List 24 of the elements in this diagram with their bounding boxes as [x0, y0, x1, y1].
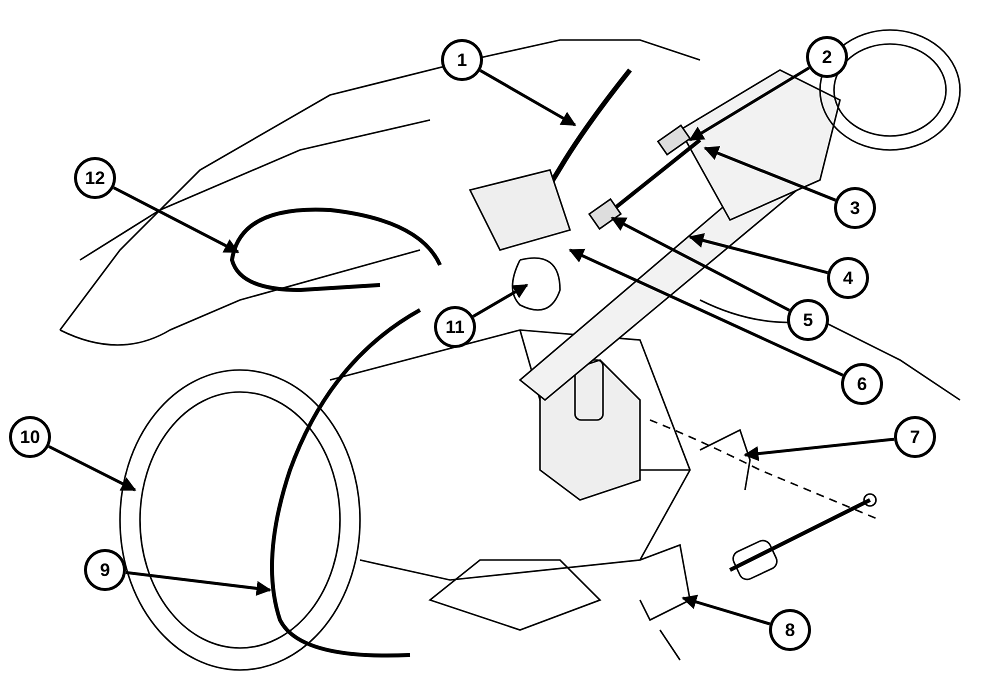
- callout-number: 6: [841, 363, 883, 405]
- leader-line: [682, 594, 770, 626]
- leader-line: [688, 66, 810, 142]
- leader-line: [744, 438, 894, 462]
- leader-line: [568, 248, 844, 377]
- leader-line: [112, 186, 240, 254]
- callout-number: 7: [894, 416, 936, 458]
- leader-line: [48, 445, 136, 492]
- callout-number: 8: [769, 609, 811, 651]
- leader-line: [688, 233, 828, 274]
- callout-number: 1: [441, 39, 483, 81]
- leader-line: [704, 146, 836, 202]
- leader-line: [472, 284, 528, 318]
- callout-number: 12: [74, 157, 116, 199]
- leader-line: [126, 571, 272, 596]
- callout-number: 4: [827, 257, 869, 299]
- callout-number: 3: [834, 187, 876, 229]
- callout-number: 11: [434, 306, 476, 348]
- leader-line: [610, 216, 790, 312]
- callout-number: 10: [9, 416, 51, 458]
- callout-number: 5: [787, 299, 829, 341]
- callout-number: 2: [806, 36, 848, 78]
- callout-number: 9: [84, 549, 126, 591]
- leader-line: [479, 69, 576, 126]
